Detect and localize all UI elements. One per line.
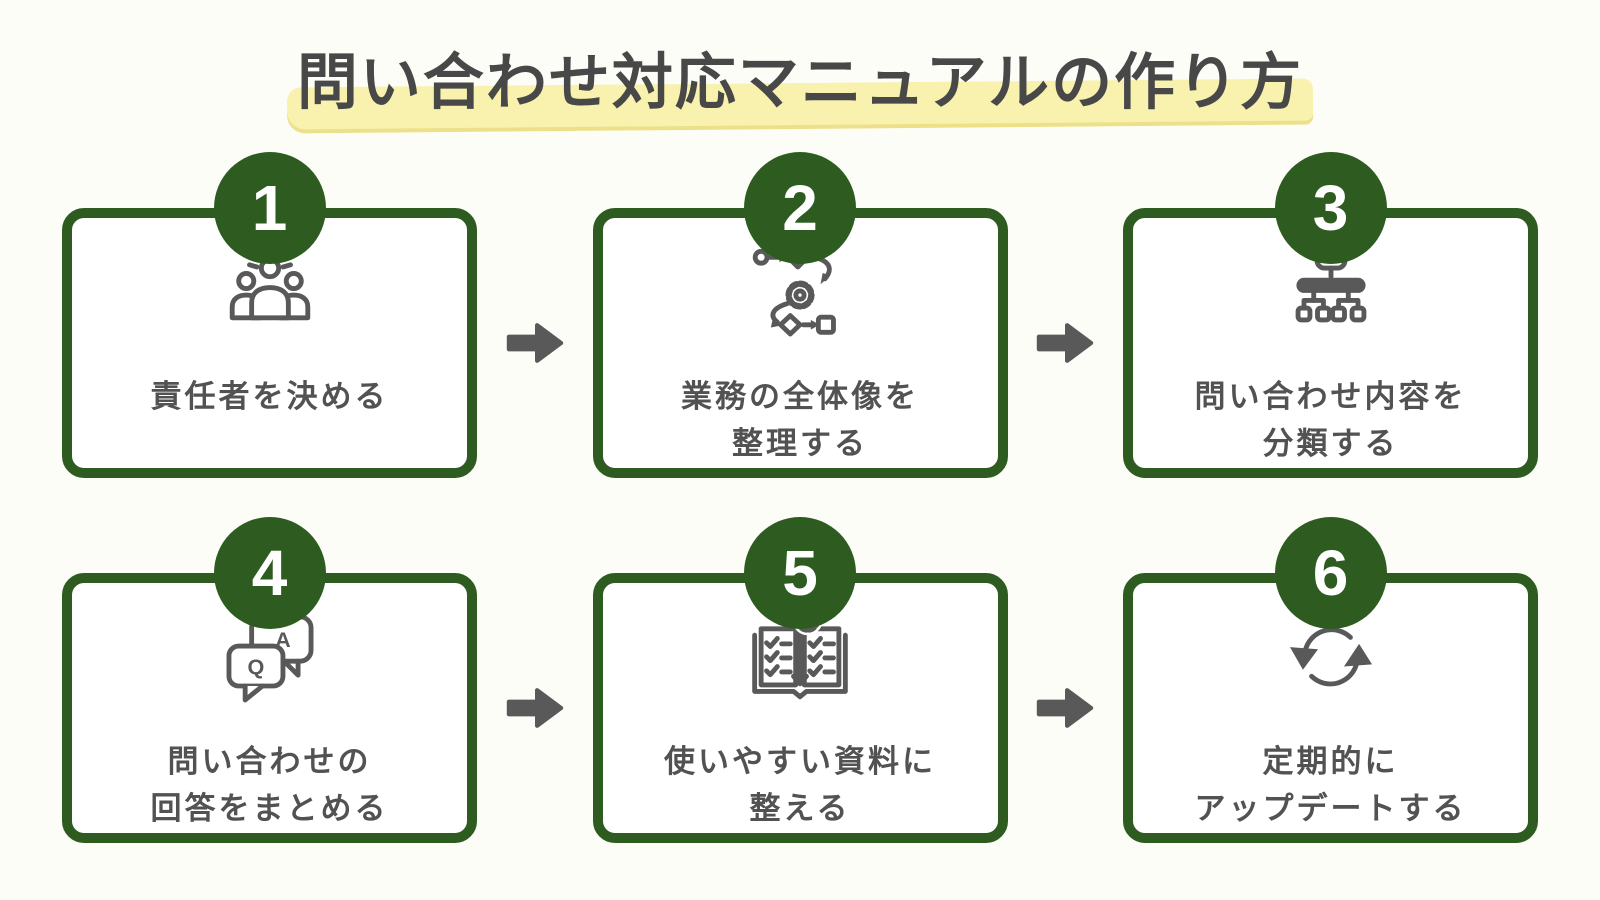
step-label-line: 回答をまとめる	[150, 790, 389, 826]
step-label-line: 分類する	[1262, 425, 1399, 461]
steps-row-1: 1	[62, 152, 1538, 478]
page-title: 問い合わせ対応マニュアルの作り方	[296, 48, 1304, 116]
step-label-line: 使いやすい資料に	[664, 744, 936, 779]
right-arrow-icon	[506, 323, 563, 363]
step-card-3: 3	[1123, 152, 1538, 478]
step-number-badge: 5	[744, 517, 856, 629]
step-number: 2	[782, 172, 818, 244]
step-label: 使いやすい資料に 整える	[603, 713, 998, 833]
step-number-badge: 6	[1274, 517, 1387, 629]
step-number: 6	[1312, 537, 1349, 609]
steps-row-2: 4 A Q 問い合わせの 回答をまとめる	[62, 517, 1538, 843]
flow-arrow	[477, 208, 593, 478]
step-label-line: 問い合わせ内容を	[1194, 379, 1467, 414]
step-number-badge: 2	[744, 152, 856, 264]
step-label-line: 定期的に	[1262, 744, 1399, 779]
step-number: 5	[782, 537, 818, 609]
step-card-5: 5	[592, 517, 1008, 843]
step-label: 定期的に アップデートする	[1133, 713, 1528, 833]
step-number: 4	[251, 537, 288, 609]
step-number: 1	[251, 172, 288, 244]
step-number: 3	[1312, 172, 1349, 244]
step-label-line: 業務の全体像を	[681, 379, 919, 414]
step-number-badge: 3	[1274, 152, 1387, 264]
step-card-6: 6 定期的に アップデートする	[1123, 517, 1538, 843]
step-label: 問い合わせ内容を 分類する	[1133, 348, 1528, 468]
step-label-line: 問い合わせの	[167, 744, 372, 779]
flow-arrow	[477, 573, 593, 843]
step-card-1: 1	[62, 152, 477, 478]
flow-arrow	[1008, 208, 1124, 478]
flow-arrow	[1008, 573, 1124, 843]
step-label-line: 整える	[749, 790, 851, 826]
step-label: 責任者を決める	[72, 348, 467, 468]
step-card-4: 4 A Q 問い合わせの 回答をまとめる	[62, 517, 477, 843]
step-label-line: 整理する	[732, 425, 868, 461]
title-block: 問い合わせ対応マニュアルの作り方	[0, 0, 1600, 150]
step-label: 業務の全体像を 整理する	[603, 348, 998, 468]
answer-letter: A	[275, 627, 291, 652]
right-arrow-icon	[506, 688, 563, 728]
question-letter: Q	[247, 654, 264, 679]
step-label-line: 責任者を決める	[150, 379, 389, 414]
step-number-badge: 4	[213, 517, 326, 629]
step-label: 問い合わせの 回答をまとめる	[72, 713, 467, 833]
right-arrow-icon	[1037, 323, 1094, 363]
qa-chat-icon: A Q	[216, 605, 324, 713]
step-label-line: アップデートする	[1194, 790, 1467, 826]
step-card-2: 2	[592, 152, 1008, 478]
step-number-badge: 1	[213, 152, 326, 264]
refresh-icon	[1277, 605, 1385, 713]
right-arrow-icon	[1037, 688, 1094, 728]
hierarchy-icon	[1277, 240, 1385, 348]
